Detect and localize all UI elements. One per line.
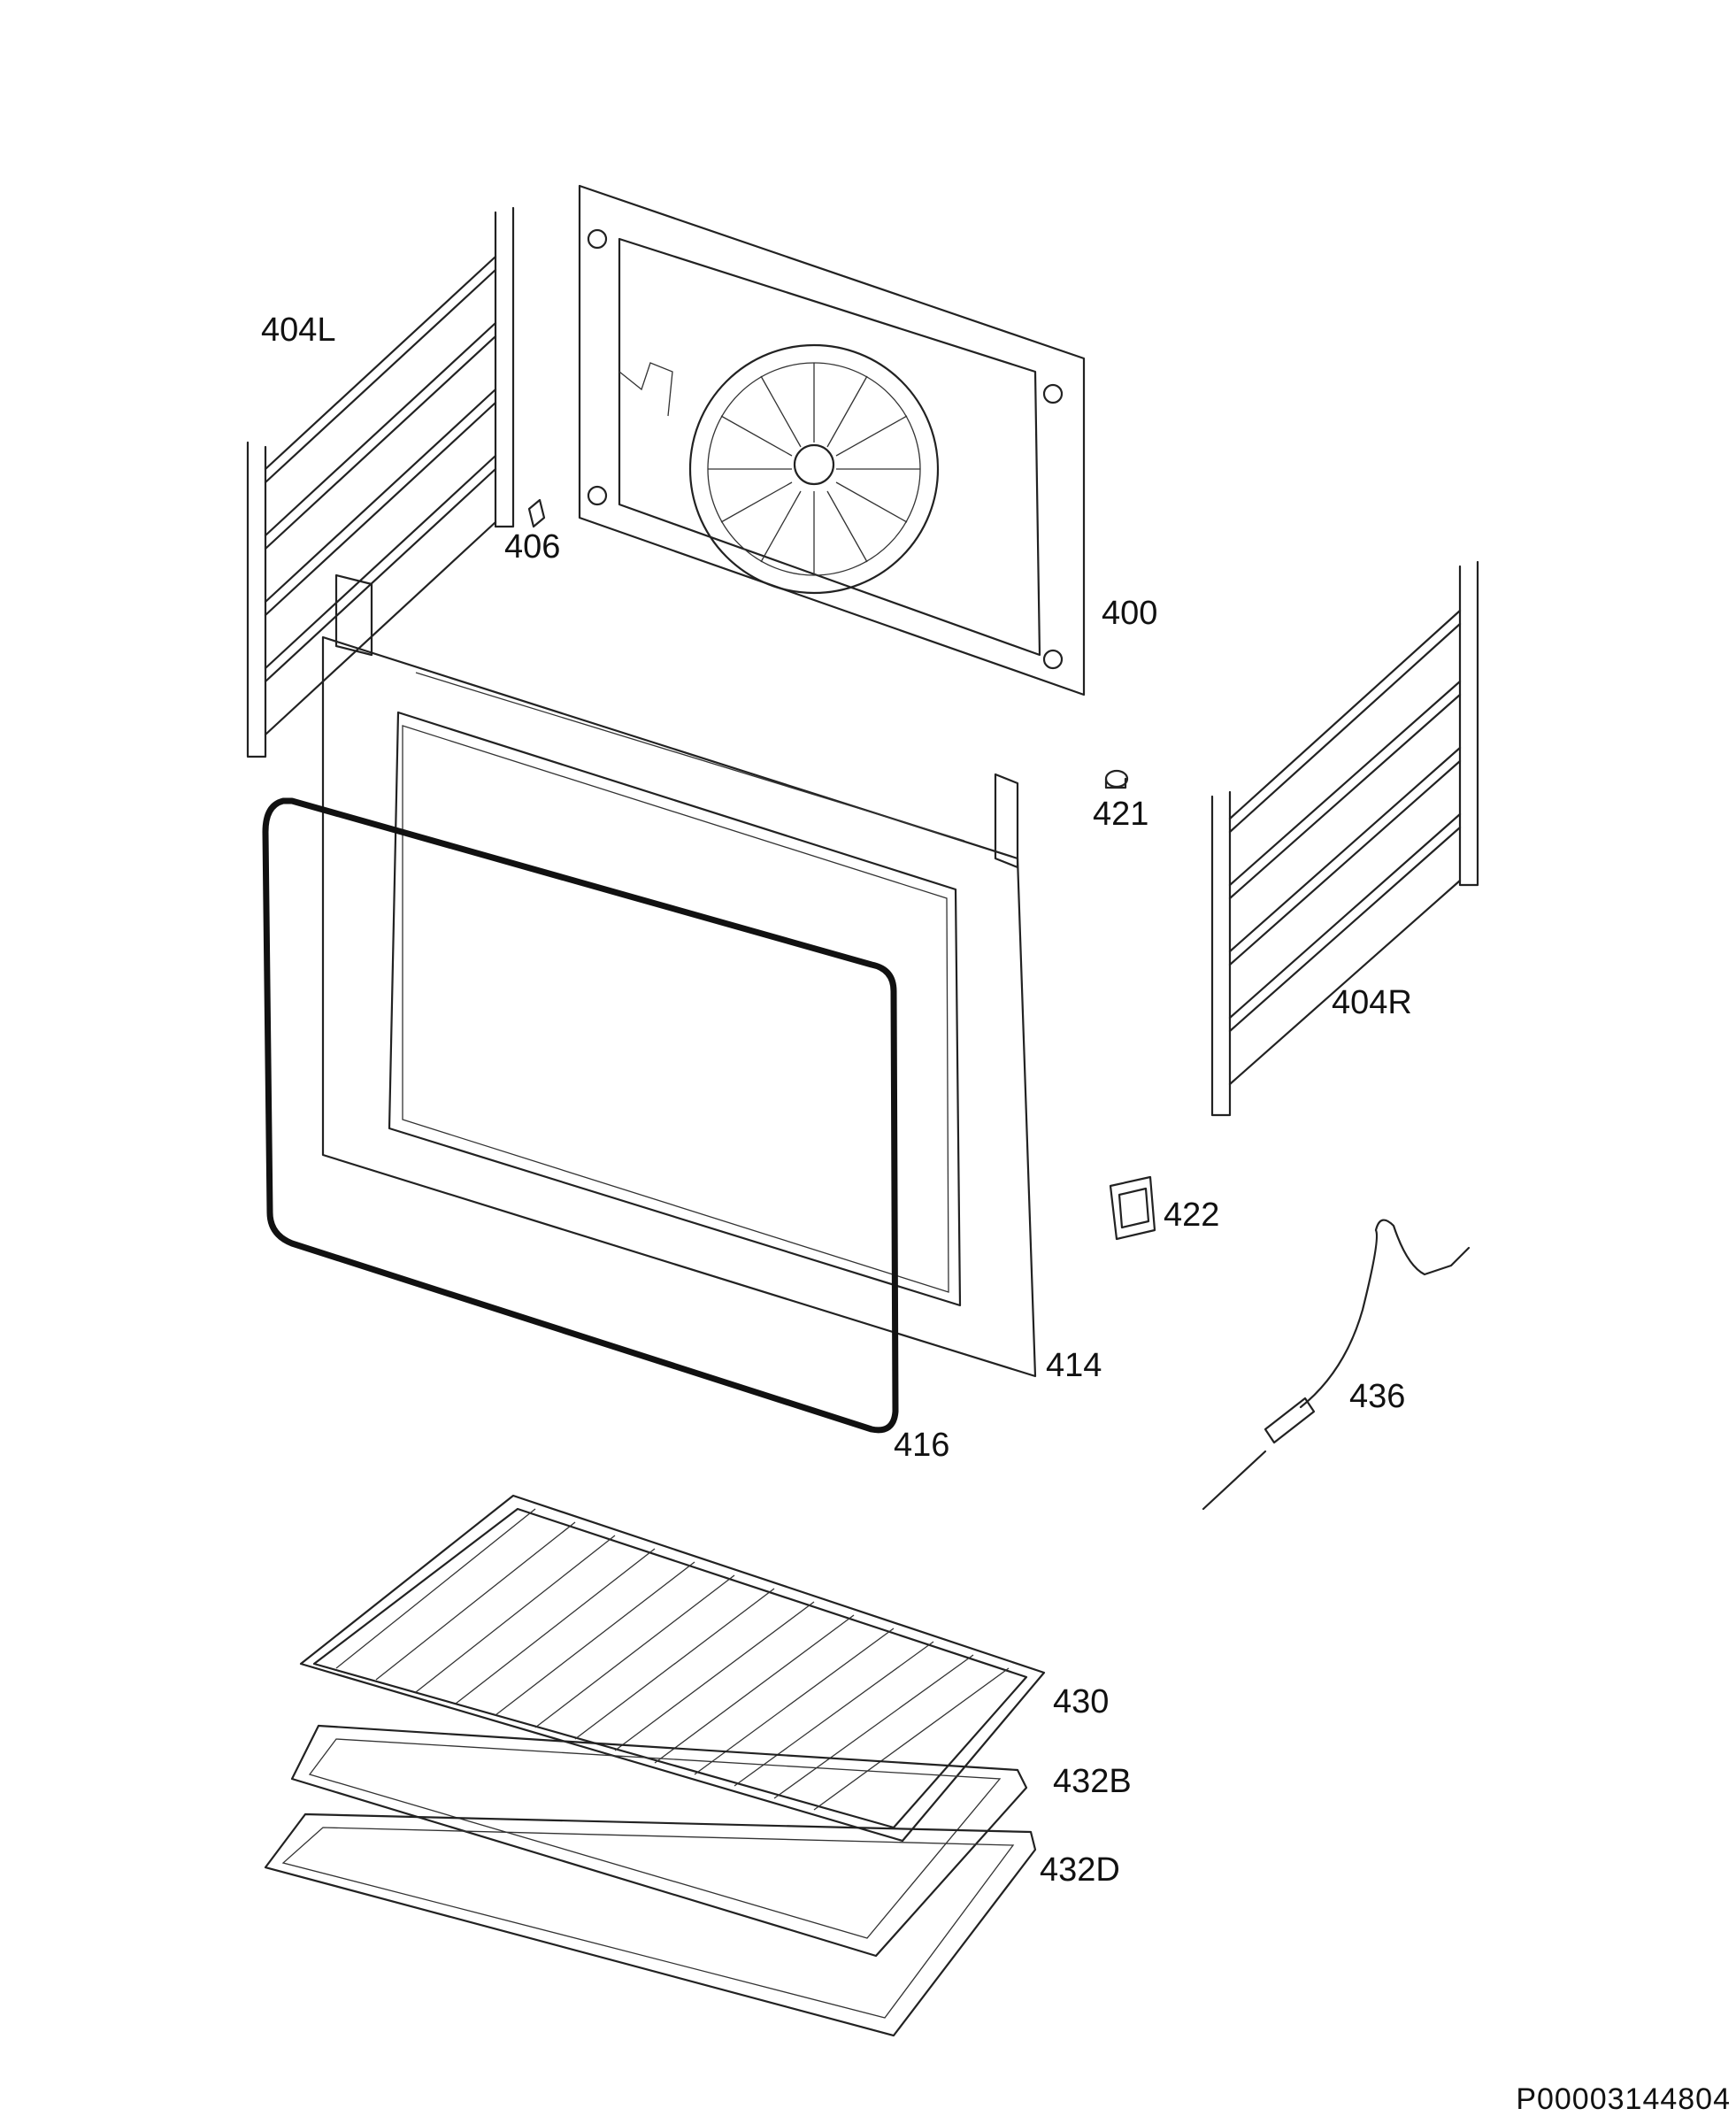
part-432B-tray[interactable] <box>290 1724 1028 1958</box>
callout-421: 421 <box>1093 796 1148 833</box>
part-404R-right-shelf-support[interactable] <box>1210 560 1479 1117</box>
rack-wires <box>335 1508 1010 1811</box>
part-414-door-frame[interactable] <box>321 573 1037 1378</box>
callout-432B: 432B <box>1053 1763 1132 1800</box>
callout-436: 436 <box>1349 1378 1405 1415</box>
callout-430: 430 <box>1053 1683 1109 1720</box>
part-406-clip[interactable] <box>527 498 546 528</box>
fan-grille-slots <box>708 363 920 575</box>
callout-416: 416 <box>894 1427 949 1464</box>
part-400-rear-panel[interactable] <box>578 184 1086 696</box>
callout-432D: 432D <box>1040 1851 1120 1889</box>
callout-406: 406 <box>504 528 560 566</box>
part-432D-deep-tray[interactable] <box>264 1812 1037 2037</box>
part-430-wire-rack[interactable] <box>299 1494 1046 1843</box>
callout-400: 400 <box>1102 595 1157 632</box>
callout-404R: 404R <box>1332 984 1412 1021</box>
part-422-lamp-holder[interactable] <box>1109 1175 1156 1241</box>
document-id: P00003144804 <box>1516 2082 1731 2116</box>
part-416-door-seal[interactable] <box>262 797 899 1434</box>
part-404L-left-shelf-support[interactable] <box>246 206 515 758</box>
part-421-clip[interactable] <box>1104 769 1129 789</box>
callout-414: 414 <box>1046 1347 1102 1384</box>
part-436-meat-probe[interactable] <box>1202 1219 1471 1511</box>
callout-422: 422 <box>1164 1197 1219 1234</box>
callout-404L: 404L <box>261 312 336 349</box>
